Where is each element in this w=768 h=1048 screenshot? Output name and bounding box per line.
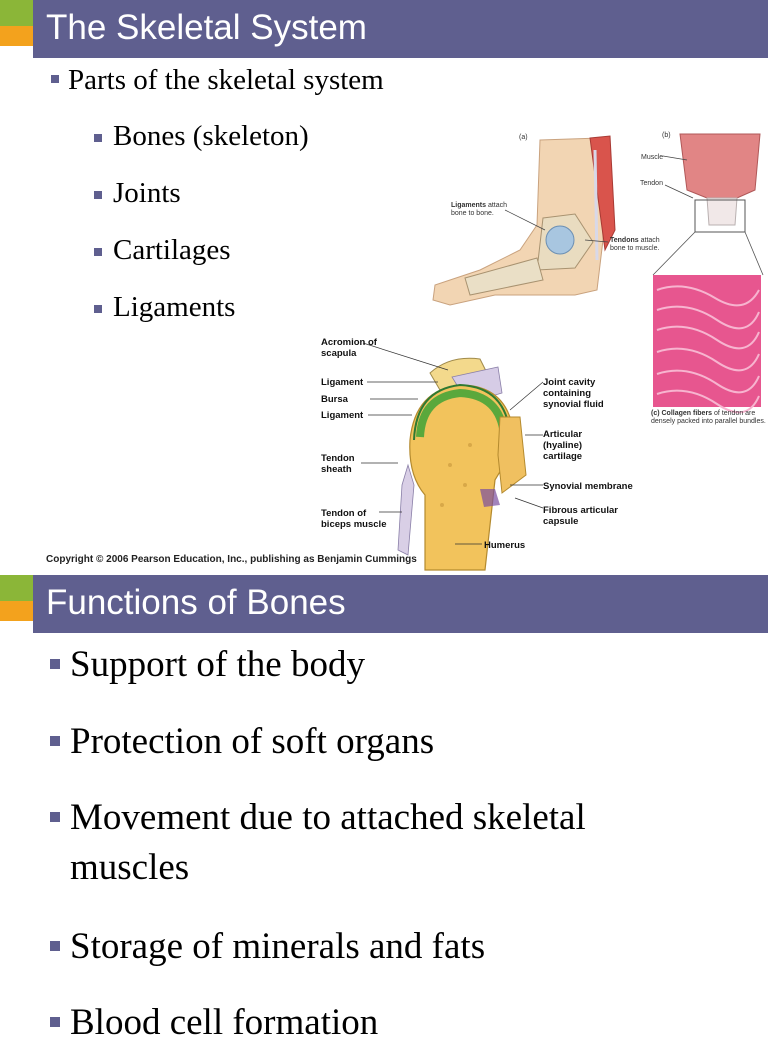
- label-tendon: Tendon: [640, 180, 663, 187]
- bullet-square-icon: [94, 248, 102, 256]
- bullet-square-icon: [94, 305, 102, 313]
- bullet-square-icon: [50, 736, 60, 746]
- bullet-storage: Storage of minerals and fats: [70, 926, 486, 967]
- title-bar: [0, 575, 768, 633]
- accent-green: [0, 0, 33, 26]
- label-articular-cartilage: Articular(hyaline)cartilage: [543, 429, 583, 462]
- accent-orange: [0, 601, 33, 621]
- label-ligament-upper: Ligament: [321, 377, 364, 388]
- accent-green: [0, 575, 33, 601]
- accent-orange: [0, 26, 33, 46]
- label-panel-a: (a): [519, 134, 528, 141]
- bullet-square-icon: [94, 191, 102, 199]
- sub-bullet-joints: Joints: [113, 177, 181, 209]
- label-bursa: Bursa: [321, 394, 348, 405]
- bullet-square-icon: [94, 134, 102, 142]
- slide-functions-of-bones: Functions of Bones Support of the body P…: [0, 575, 768, 1043]
- bullet-square-icon: [51, 75, 59, 83]
- slide-title: Functions of Bones: [46, 583, 346, 622]
- bullet-movement: Movement due to attached skeletal: [70, 797, 586, 838]
- sub-bullet-ligaments: Ligaments: [113, 291, 236, 323]
- bullet-text: Parts of the skeletal system: [68, 64, 384, 96]
- label-humerus: Humerus: [484, 540, 526, 551]
- slide-skeletal-system: The Skeletal System Parts of the skeleta…: [0, 0, 768, 571]
- accent-white: [0, 46, 33, 58]
- bullet-square-icon: [50, 941, 60, 951]
- bullet-blood-cell: Blood cell formation: [70, 1002, 379, 1043]
- title-bar: [0, 0, 768, 58]
- bullet-movement-continued: muscles: [70, 847, 190, 888]
- label-synovial-membrane: Synovial membrane: [543, 481, 633, 492]
- shoulder-leader-lines: [361, 342, 544, 545]
- bullet-square-icon: [50, 1017, 60, 1027]
- copyright-text: Copyright © 2006 Pearson Education, Inc.…: [46, 554, 417, 565]
- bullet-square-icon: [50, 812, 60, 822]
- shoulder-joint-illustration: [397, 357, 527, 571]
- bullet-support: Support of the body: [70, 644, 365, 685]
- sub-bullet-bones: Bones (skeleton): [113, 120, 309, 152]
- sub-bullet-cartilages: Cartilages: [113, 234, 231, 266]
- label-muscle: Muscle: [641, 154, 664, 161]
- label-ligament-lower: Ligament: [321, 410, 364, 421]
- foot-ligament-illustration: [432, 133, 764, 414]
- bullet-protection: Protection of soft organs: [70, 721, 435, 762]
- label-panel-b: (b): [662, 132, 671, 139]
- bullet-square-icon: [50, 659, 60, 669]
- slide-title: The Skeletal System: [46, 8, 367, 47]
- accent-white: [0, 621, 33, 633]
